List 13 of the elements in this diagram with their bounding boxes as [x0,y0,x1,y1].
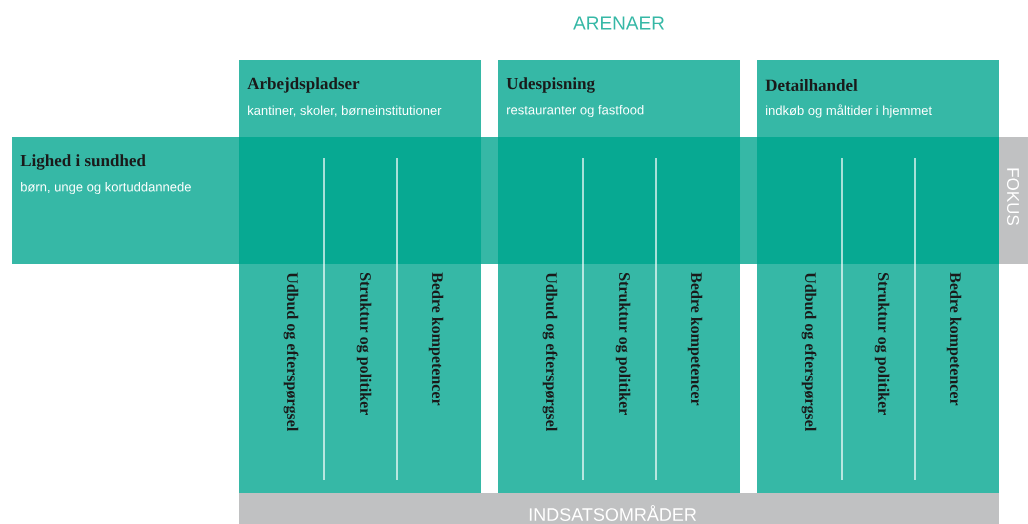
vertical-label: Struktur og politiker [874,273,890,415]
vertical-label: Udbud og efterspørgsel [801,272,817,431]
vertical-label: Bedre kompetencer [428,272,444,406]
vertical-label: Bedre kompetencer [687,272,703,406]
focus-band: Lighed i sundhed børn, unge og kortuddannede [12,137,999,264]
vertical-label: Udbud og efterspørgsel [542,272,558,431]
vertical-label: Struktur og politiker [615,273,631,415]
vertical-label: Udbud og efterspørgsel [283,272,299,431]
side-bar: FOKUS [999,137,1028,264]
bottom-bar: INDSATSOMRÅDER [239,493,999,524]
heading: ARENAER [573,16,665,30]
vertical-label: Bedre kompetencer [946,272,962,406]
vertical-label: Struktur og politiker [356,273,372,415]
